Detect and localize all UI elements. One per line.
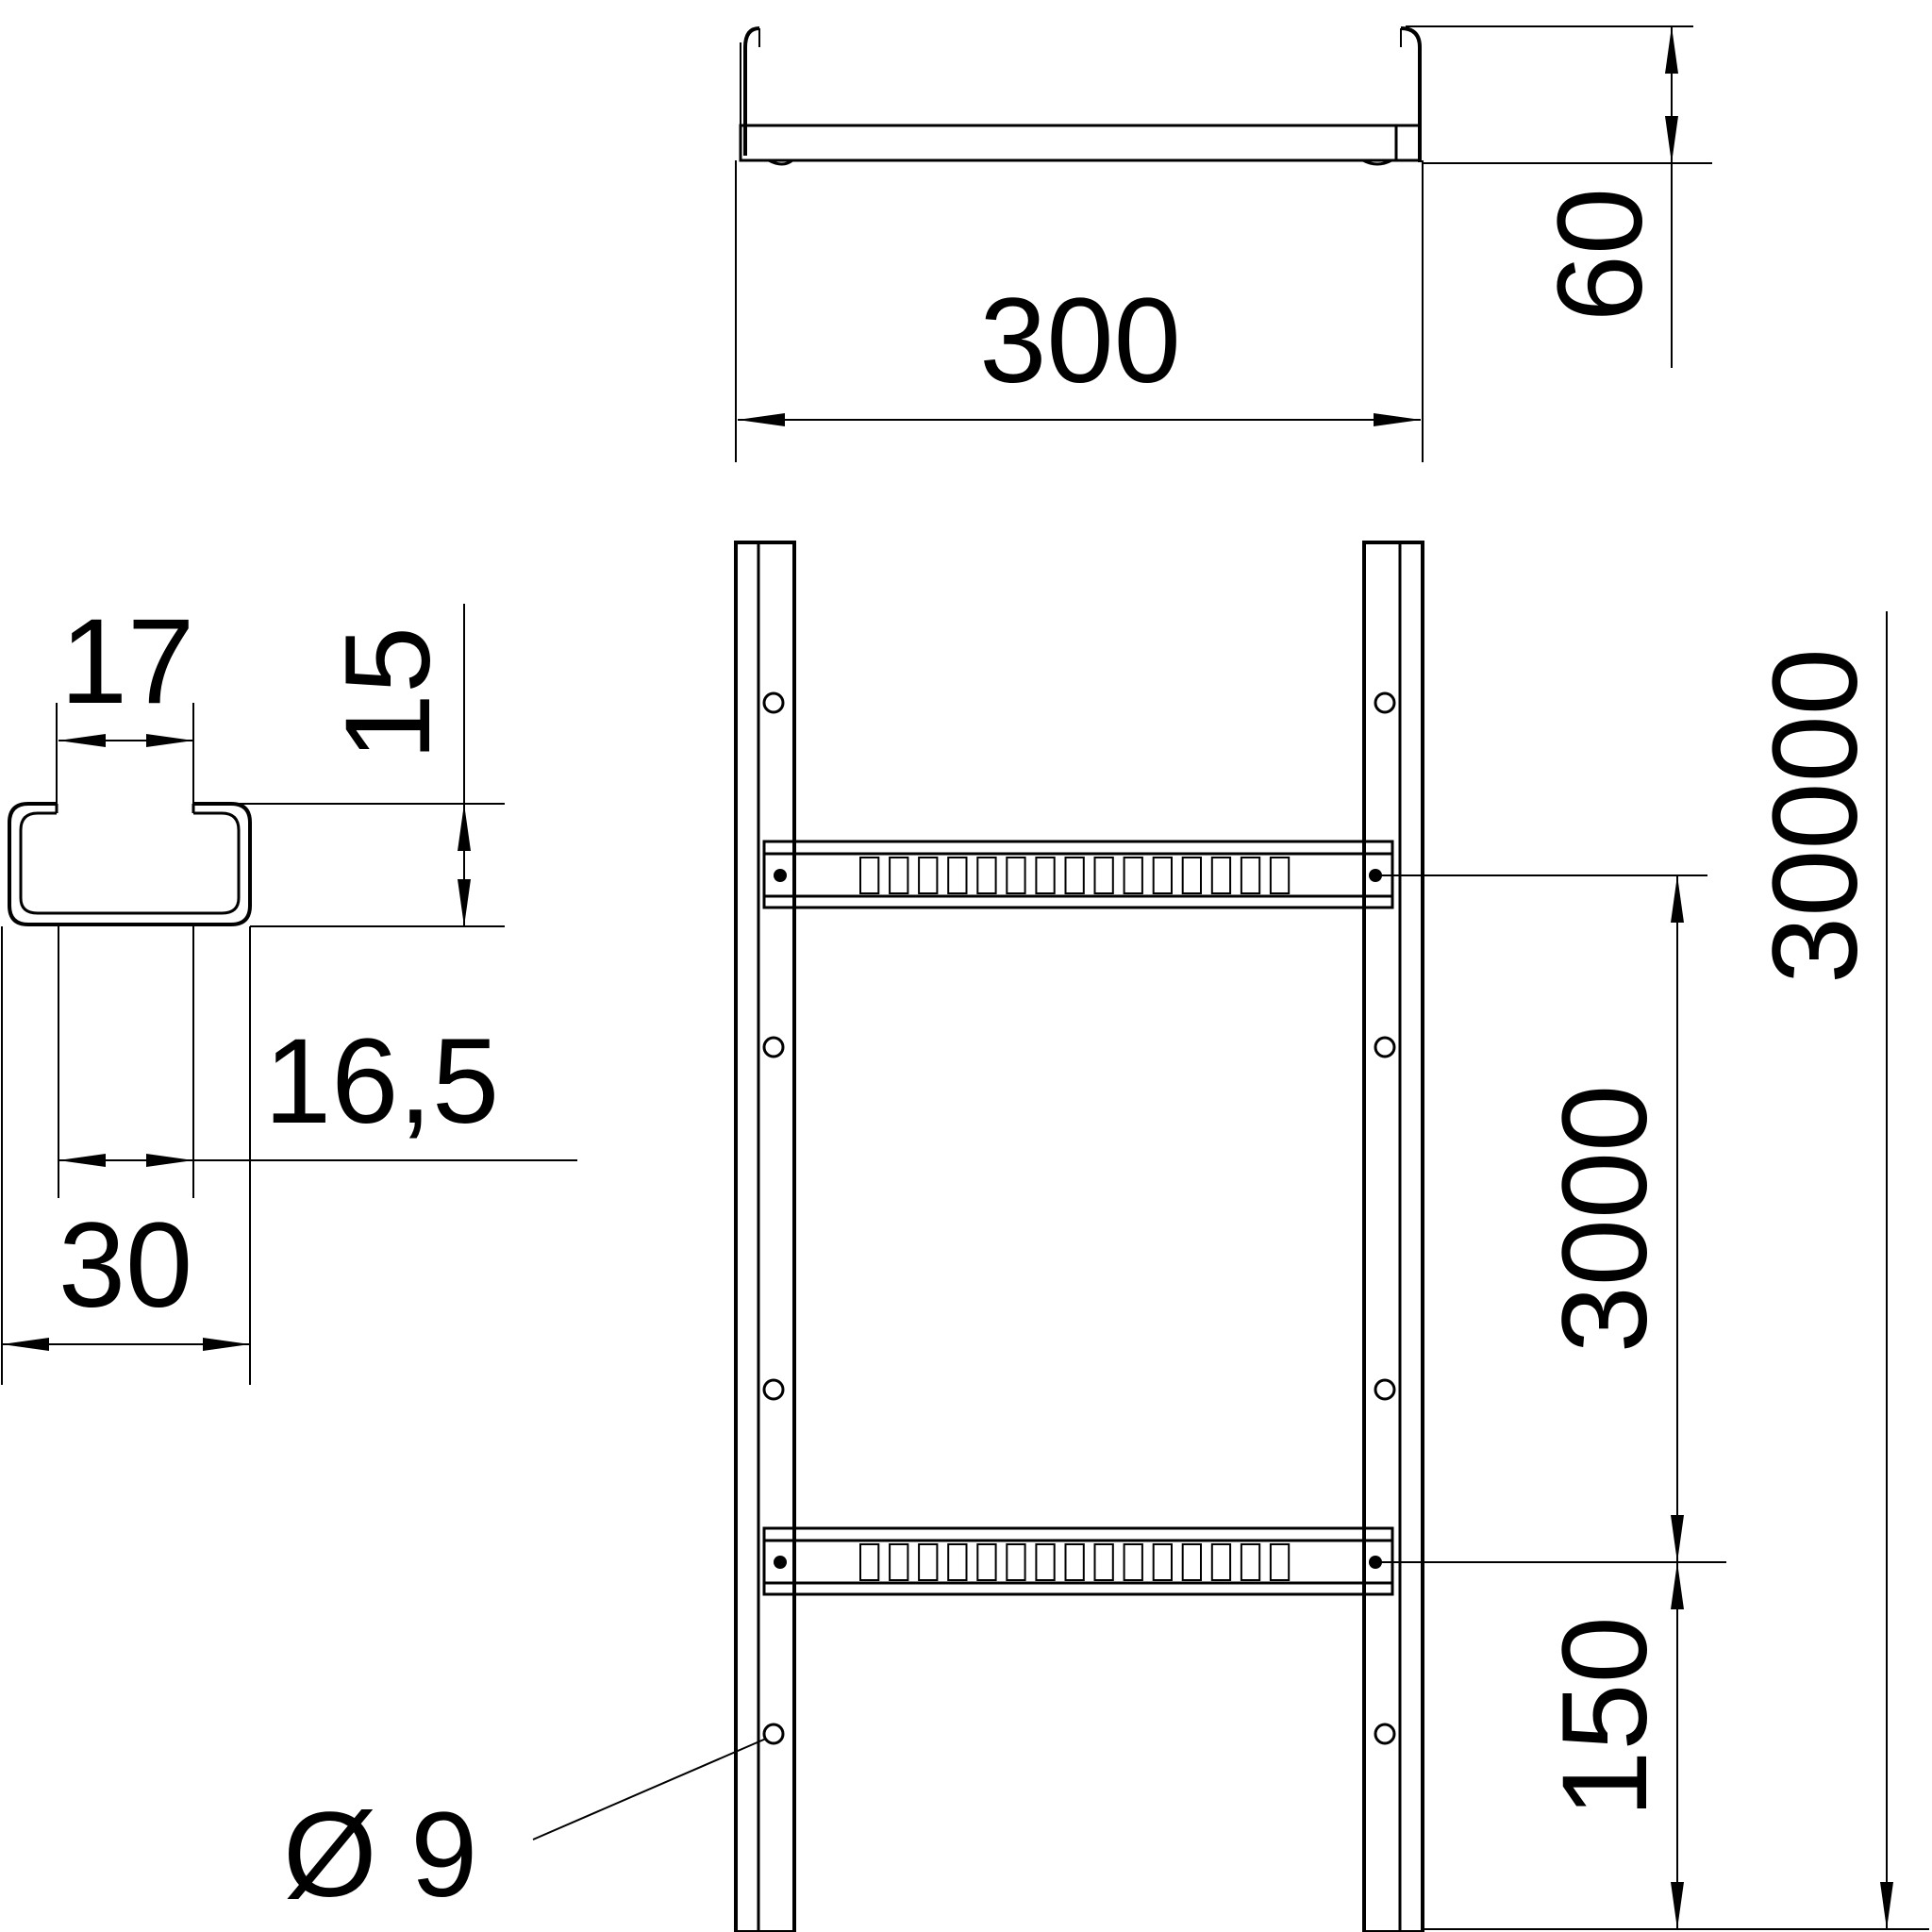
dim-label-60: 60 <box>1533 188 1668 322</box>
rung-bar <box>739 124 1422 162</box>
arrow-16-5-right <box>146 1154 193 1167</box>
rung-slot <box>889 1543 909 1581</box>
dim-label-150: 150 <box>1538 1616 1673 1818</box>
rung-slot <box>976 857 997 894</box>
side-rail-profile: 17 15 16,5 30 <box>1 594 577 1385</box>
dim-label-300: 300 <box>979 274 1181 408</box>
rung-slot <box>1240 1543 1261 1581</box>
hole-left-1 <box>762 691 785 714</box>
left-rail <box>734 541 796 1932</box>
dim-label-3000: 3000 <box>1538 1085 1673 1354</box>
leader-hole-diameter <box>532 1738 767 1840</box>
rung-2 <box>762 1526 1394 1596</box>
rung-1-slots <box>859 857 1291 894</box>
rung-slot <box>1123 857 1143 894</box>
right-hook-outline <box>1400 26 1422 162</box>
arrow-60-bottom <box>1665 116 1678 163</box>
arrow-3000-top <box>1671 875 1684 923</box>
rung-slot <box>1269 1543 1291 1581</box>
hole-right-4 <box>1374 1723 1396 1745</box>
rung-slot <box>1210 857 1232 894</box>
hole-left-2 <box>762 1036 785 1058</box>
rung-slot <box>1181 1543 1202 1581</box>
rung-2-slots <box>859 1543 1291 1581</box>
rung-slot <box>1152 857 1173 894</box>
rung-slot <box>1035 1543 1056 1581</box>
arrow-17-left <box>58 734 106 747</box>
arrow-30-left <box>2 1338 49 1351</box>
rung-slot <box>1006 857 1026 894</box>
top-end-view: 300 60 <box>735 25 1712 462</box>
rung-slot <box>859 1543 880 1581</box>
profile-outer-outline <box>8 802 252 926</box>
arrow-30-right <box>203 1338 250 1351</box>
arrow-30000-bottom <box>1880 1882 1893 1929</box>
rung-slot <box>859 857 880 894</box>
rung-slot <box>1093 857 1114 894</box>
rung-slot <box>1181 857 1202 894</box>
arrow-15-bottom <box>458 879 471 926</box>
left-hook-outline <box>743 26 760 156</box>
arrow-150-bottom <box>1671 1882 1684 1929</box>
left-foot <box>768 158 793 166</box>
rung-slot <box>1240 857 1261 894</box>
rung-slot <box>1210 1543 1232 1581</box>
hole-right-1 <box>1374 691 1396 714</box>
rung-slot <box>889 857 909 894</box>
arrow-17-right <box>146 734 193 747</box>
hole-left-3 <box>762 1378 785 1401</box>
dim-label-30: 30 <box>58 1198 192 1333</box>
rung-slot <box>1123 1543 1143 1581</box>
rung-slot <box>947 1543 968 1581</box>
rung-slot <box>1064 857 1085 894</box>
rung-slot <box>947 857 968 894</box>
dim-label-16-5: 16,5 <box>264 1014 499 1149</box>
rung-slot <box>976 1543 997 1581</box>
hole-left-4 <box>762 1723 785 1745</box>
rung-slot <box>918 857 939 894</box>
dim-label-30000: 30000 <box>1748 648 1883 984</box>
arrow-150-top <box>1671 1562 1684 1609</box>
ladder-plan-view: 3000 150 30000 Ø 9 <box>283 541 1929 1932</box>
arrow-300-left <box>738 413 785 426</box>
profile-inner-outline <box>19 811 241 915</box>
right-foot <box>1362 158 1392 166</box>
rung-slot <box>1269 857 1291 894</box>
arrow-15-top <box>458 804 471 851</box>
dim-label-hole-diameter: Ø 9 <box>283 1788 477 1923</box>
rung-slot <box>1152 1543 1173 1581</box>
arrow-300-right <box>1374 413 1421 426</box>
dim-label-17: 17 <box>60 594 194 729</box>
right-rail <box>1362 541 1424 1932</box>
arrow-16-5-left <box>58 1154 106 1167</box>
hole-right-3 <box>1374 1378 1396 1401</box>
rung-slot <box>1093 1543 1114 1581</box>
rung-slot <box>1006 1543 1026 1581</box>
rung-slot <box>918 1543 939 1581</box>
rung-slot <box>1064 1543 1085 1581</box>
arrow-60-top <box>1665 26 1678 74</box>
rung-2-bolt-left <box>774 1556 787 1569</box>
rung-slot <box>1035 857 1056 894</box>
rung-1-bolt-left <box>774 869 787 882</box>
rung-1 <box>762 840 1394 909</box>
rung-end-cap <box>1394 124 1422 162</box>
hole-right-2 <box>1374 1036 1396 1058</box>
arrow-3000-bottom <box>1671 1515 1684 1562</box>
dim-label-15: 15 <box>321 626 456 760</box>
